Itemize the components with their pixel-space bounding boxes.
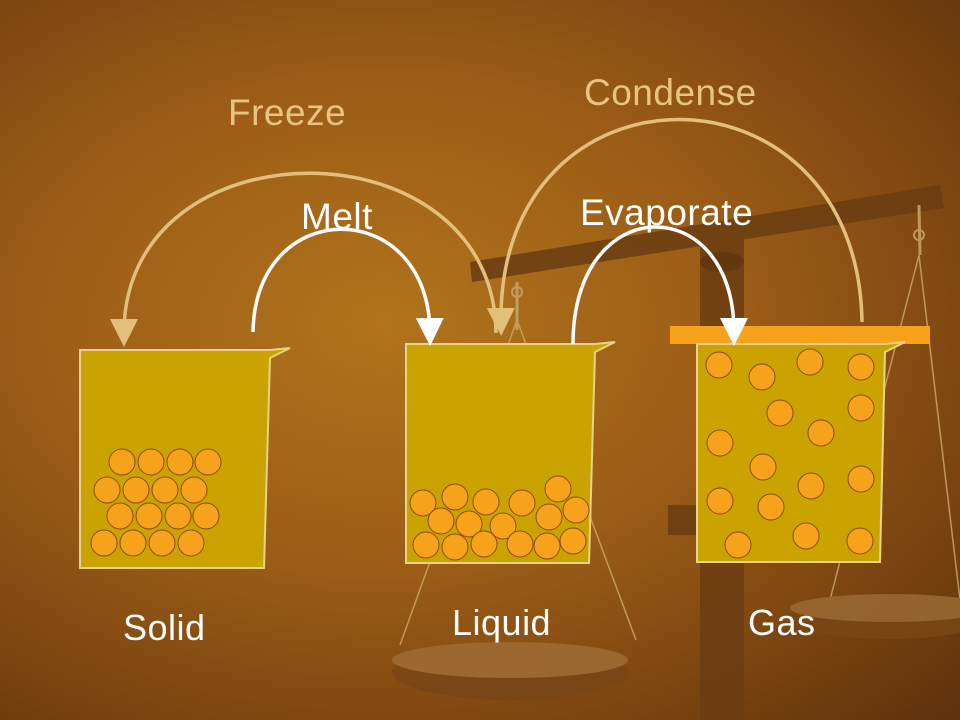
- condense-label: Condense: [584, 72, 757, 113]
- gas-particles: [705, 348, 875, 559]
- liquid-particles: [409, 475, 590, 561]
- evaporate-arrow: [571, 225, 748, 346]
- solid-label: Solid: [123, 607, 206, 648]
- melt-label: Melt: [301, 196, 373, 237]
- condense-arrow: [486, 117, 864, 336]
- liquid-label: Liquid: [452, 602, 552, 643]
- gas-label: Gas: [748, 602, 816, 643]
- evaporate-label: Evaporate: [580, 192, 754, 233]
- beaker-solid: [79, 347, 291, 569]
- freeze-label: Freeze: [228, 92, 347, 133]
- beaker-lid: [670, 326, 930, 344]
- melt-arrow: [251, 227, 444, 346]
- freeze-arrow: [110, 171, 498, 347]
- solid-particles: [90, 448, 222, 557]
- beaker-liquid: [405, 341, 616, 564]
- beaker-gas: [670, 326, 930, 563]
